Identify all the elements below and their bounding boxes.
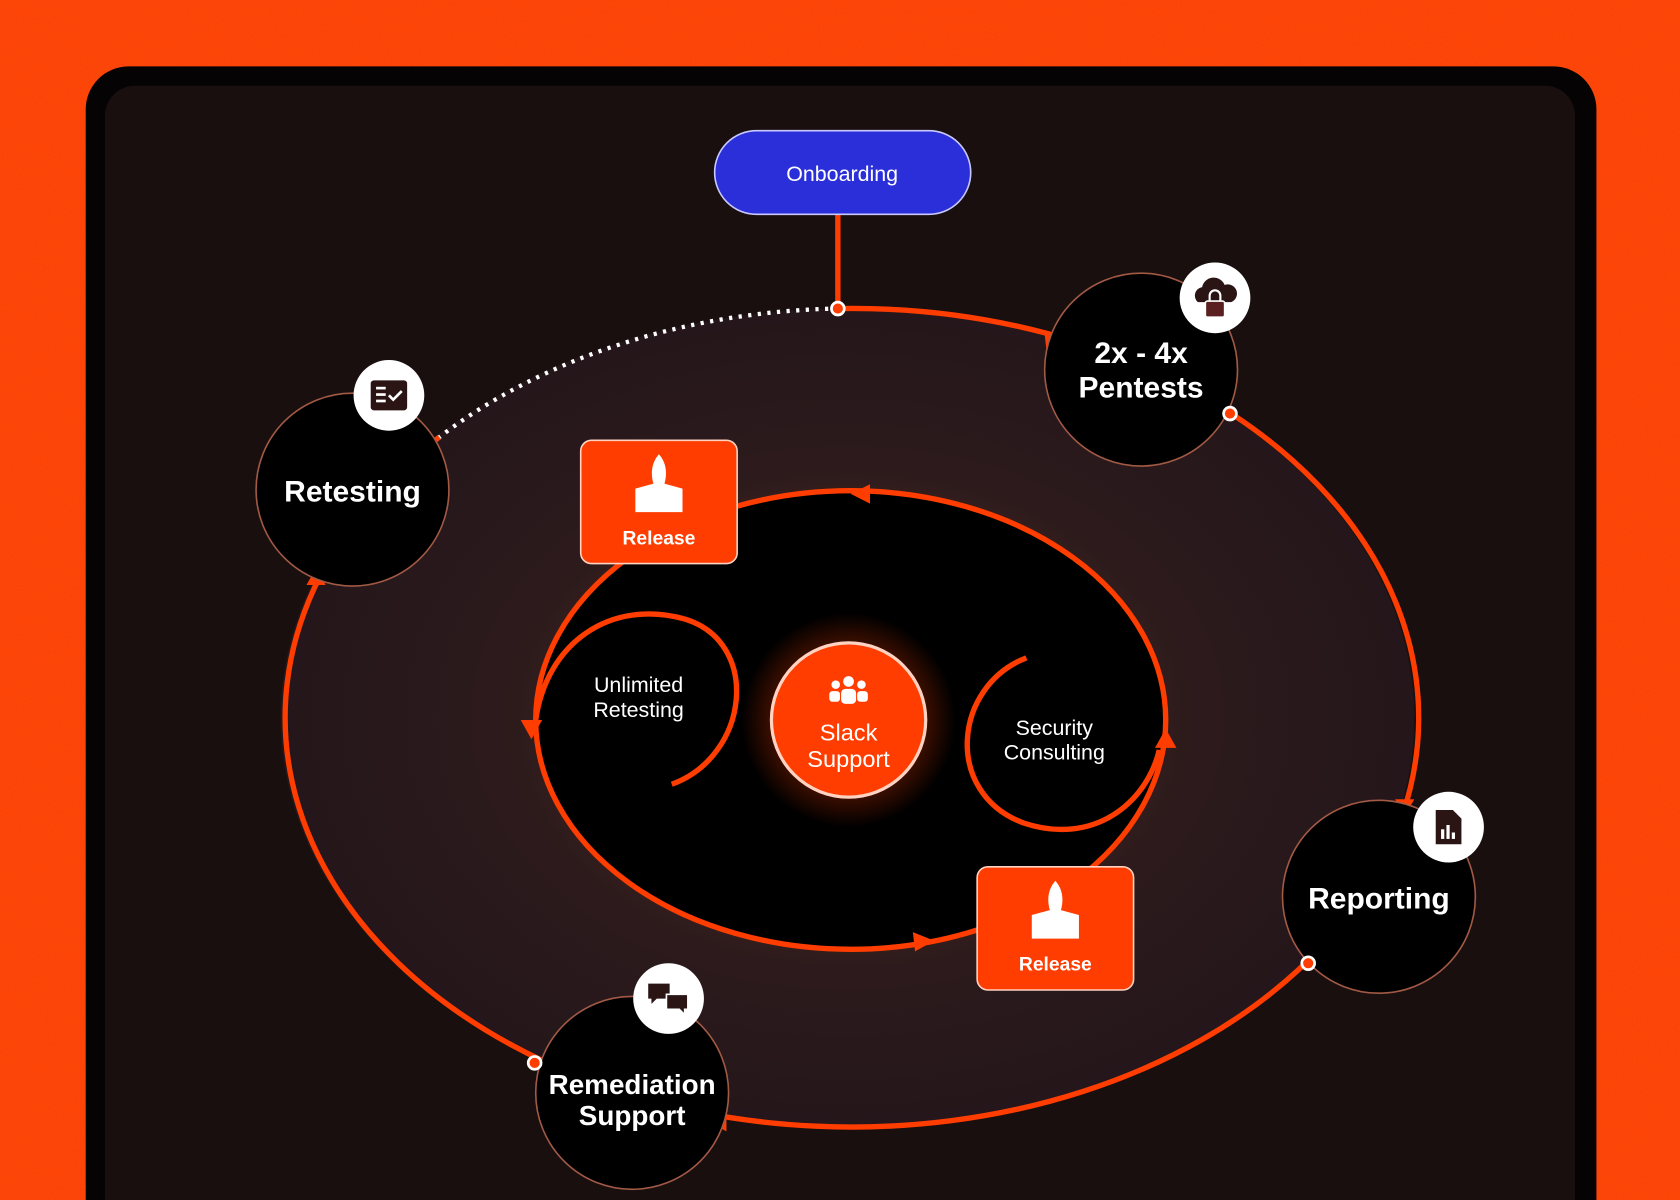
connection-dots	[526, 300, 1316, 1071]
inner-arrow-right	[1155, 728, 1177, 748]
report-chart-icon	[1435, 810, 1462, 845]
pentests-label-2: Pentests	[1079, 372, 1204, 405]
stage-pentests[interactable]: 2x - 4x Pentests	[1043, 262, 1251, 467]
stage-reporting[interactable]: Reporting	[1281, 791, 1484, 995]
cloud-lock-icon	[1194, 277, 1238, 318]
stage-retesting[interactable]: Retesting	[255, 360, 450, 587]
remediation-label-1: Remediation	[549, 1069, 716, 1100]
inner-arrow-left	[520, 720, 543, 740]
unlimited-label-1: Unlimited	[594, 673, 683, 697]
release-bottom[interactable]: Release	[976, 865, 1135, 991]
pentests-label-1: 2x - 4x	[1094, 337, 1188, 370]
inner-arrow-bottom	[912, 932, 935, 952]
consulting-label-1: Security	[1016, 716, 1094, 740]
outer-cycle-path	[282, 305, 1422, 1130]
security-consulting-loop	[964, 655, 1162, 833]
reporting-label: Reporting	[1308, 883, 1450, 916]
unlimited-retesting-loop	[533, 611, 740, 787]
rocket-box-icon	[1031, 880, 1079, 939]
onboarding-button[interactable]: Onboarding	[713, 129, 972, 216]
release-top[interactable]: Release	[579, 439, 738, 565]
remediation-label-2: Support	[579, 1100, 686, 1131]
onboarding-label: Onboarding	[786, 162, 898, 186]
checklist-icon	[370, 380, 408, 411]
consulting-label-2: Consulting	[1004, 741, 1105, 765]
release-top-label: Release	[623, 528, 696, 549]
slack-label-1: Slack	[820, 719, 878, 745]
team-icon	[829, 676, 868, 704]
release-bottom-label: Release	[1019, 955, 1092, 976]
unlimited-label-2: Retesting	[593, 698, 683, 722]
slack-support-node[interactable]: Slack Support	[741, 612, 956, 828]
chat-bubbles-icon	[648, 983, 689, 1017]
slack-label-2: Support	[807, 746, 890, 772]
stage-remediation-support[interactable]: Remediation Support	[534, 963, 730, 1191]
retesting-label: Retesting	[284, 475, 421, 508]
rocket-box-icon	[635, 454, 683, 513]
inner-arrow-top	[850, 484, 870, 504]
